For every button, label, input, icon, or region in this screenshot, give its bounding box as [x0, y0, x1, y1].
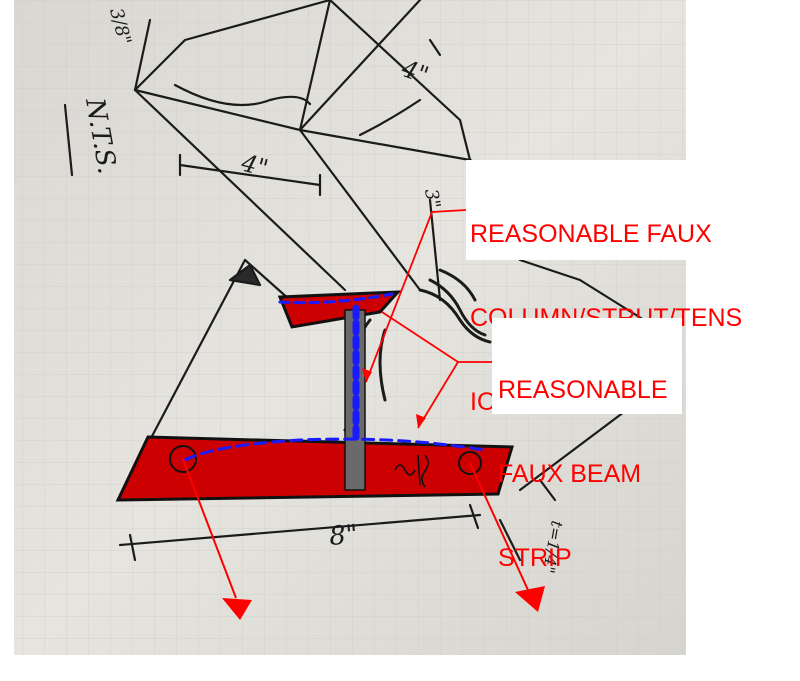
neutral-axis-lines — [183, 292, 486, 462]
callout-faux-beam-line-3: STRIP — [498, 544, 572, 572]
dim-label-8-bottom: 8" — [328, 520, 359, 552]
dim-label-3: 3" — [420, 187, 444, 210]
callout-leaders — [365, 209, 492, 429]
leader-arrowheads — [362, 368, 426, 428]
callout-faux-beam-line-2: FAUX BEAM — [498, 460, 642, 488]
bolt-hole-right-icon — [458, 451, 482, 475]
force-arrows — [182, 458, 545, 620]
faux-column-top-shape — [277, 290, 402, 329]
neutral-axis-top — [278, 292, 394, 305]
bolt-hole-left-icon — [169, 445, 197, 473]
callout-faux-beam: REASONABLE FAUX BEAM STRIP — [492, 318, 682, 572]
callout-faux-beam-line-1: REASONABLE — [498, 376, 668, 404]
callout-faux-column-line-1: REASONABLE FAUX — [470, 220, 712, 248]
force-arrow-left-icon — [222, 598, 252, 620]
faux-beam-strip-shape — [115, 435, 514, 502]
pencil-sketch — [63, 0, 662, 562]
callout-faux-column: REASONABLE FAUX COLUMN/STRUT/TENS ION TH… — [466, 160, 786, 416]
force-arrow-right-icon — [515, 586, 545, 612]
red-highlights — [115, 290, 514, 502]
neutral-axis-beam — [183, 437, 486, 462]
